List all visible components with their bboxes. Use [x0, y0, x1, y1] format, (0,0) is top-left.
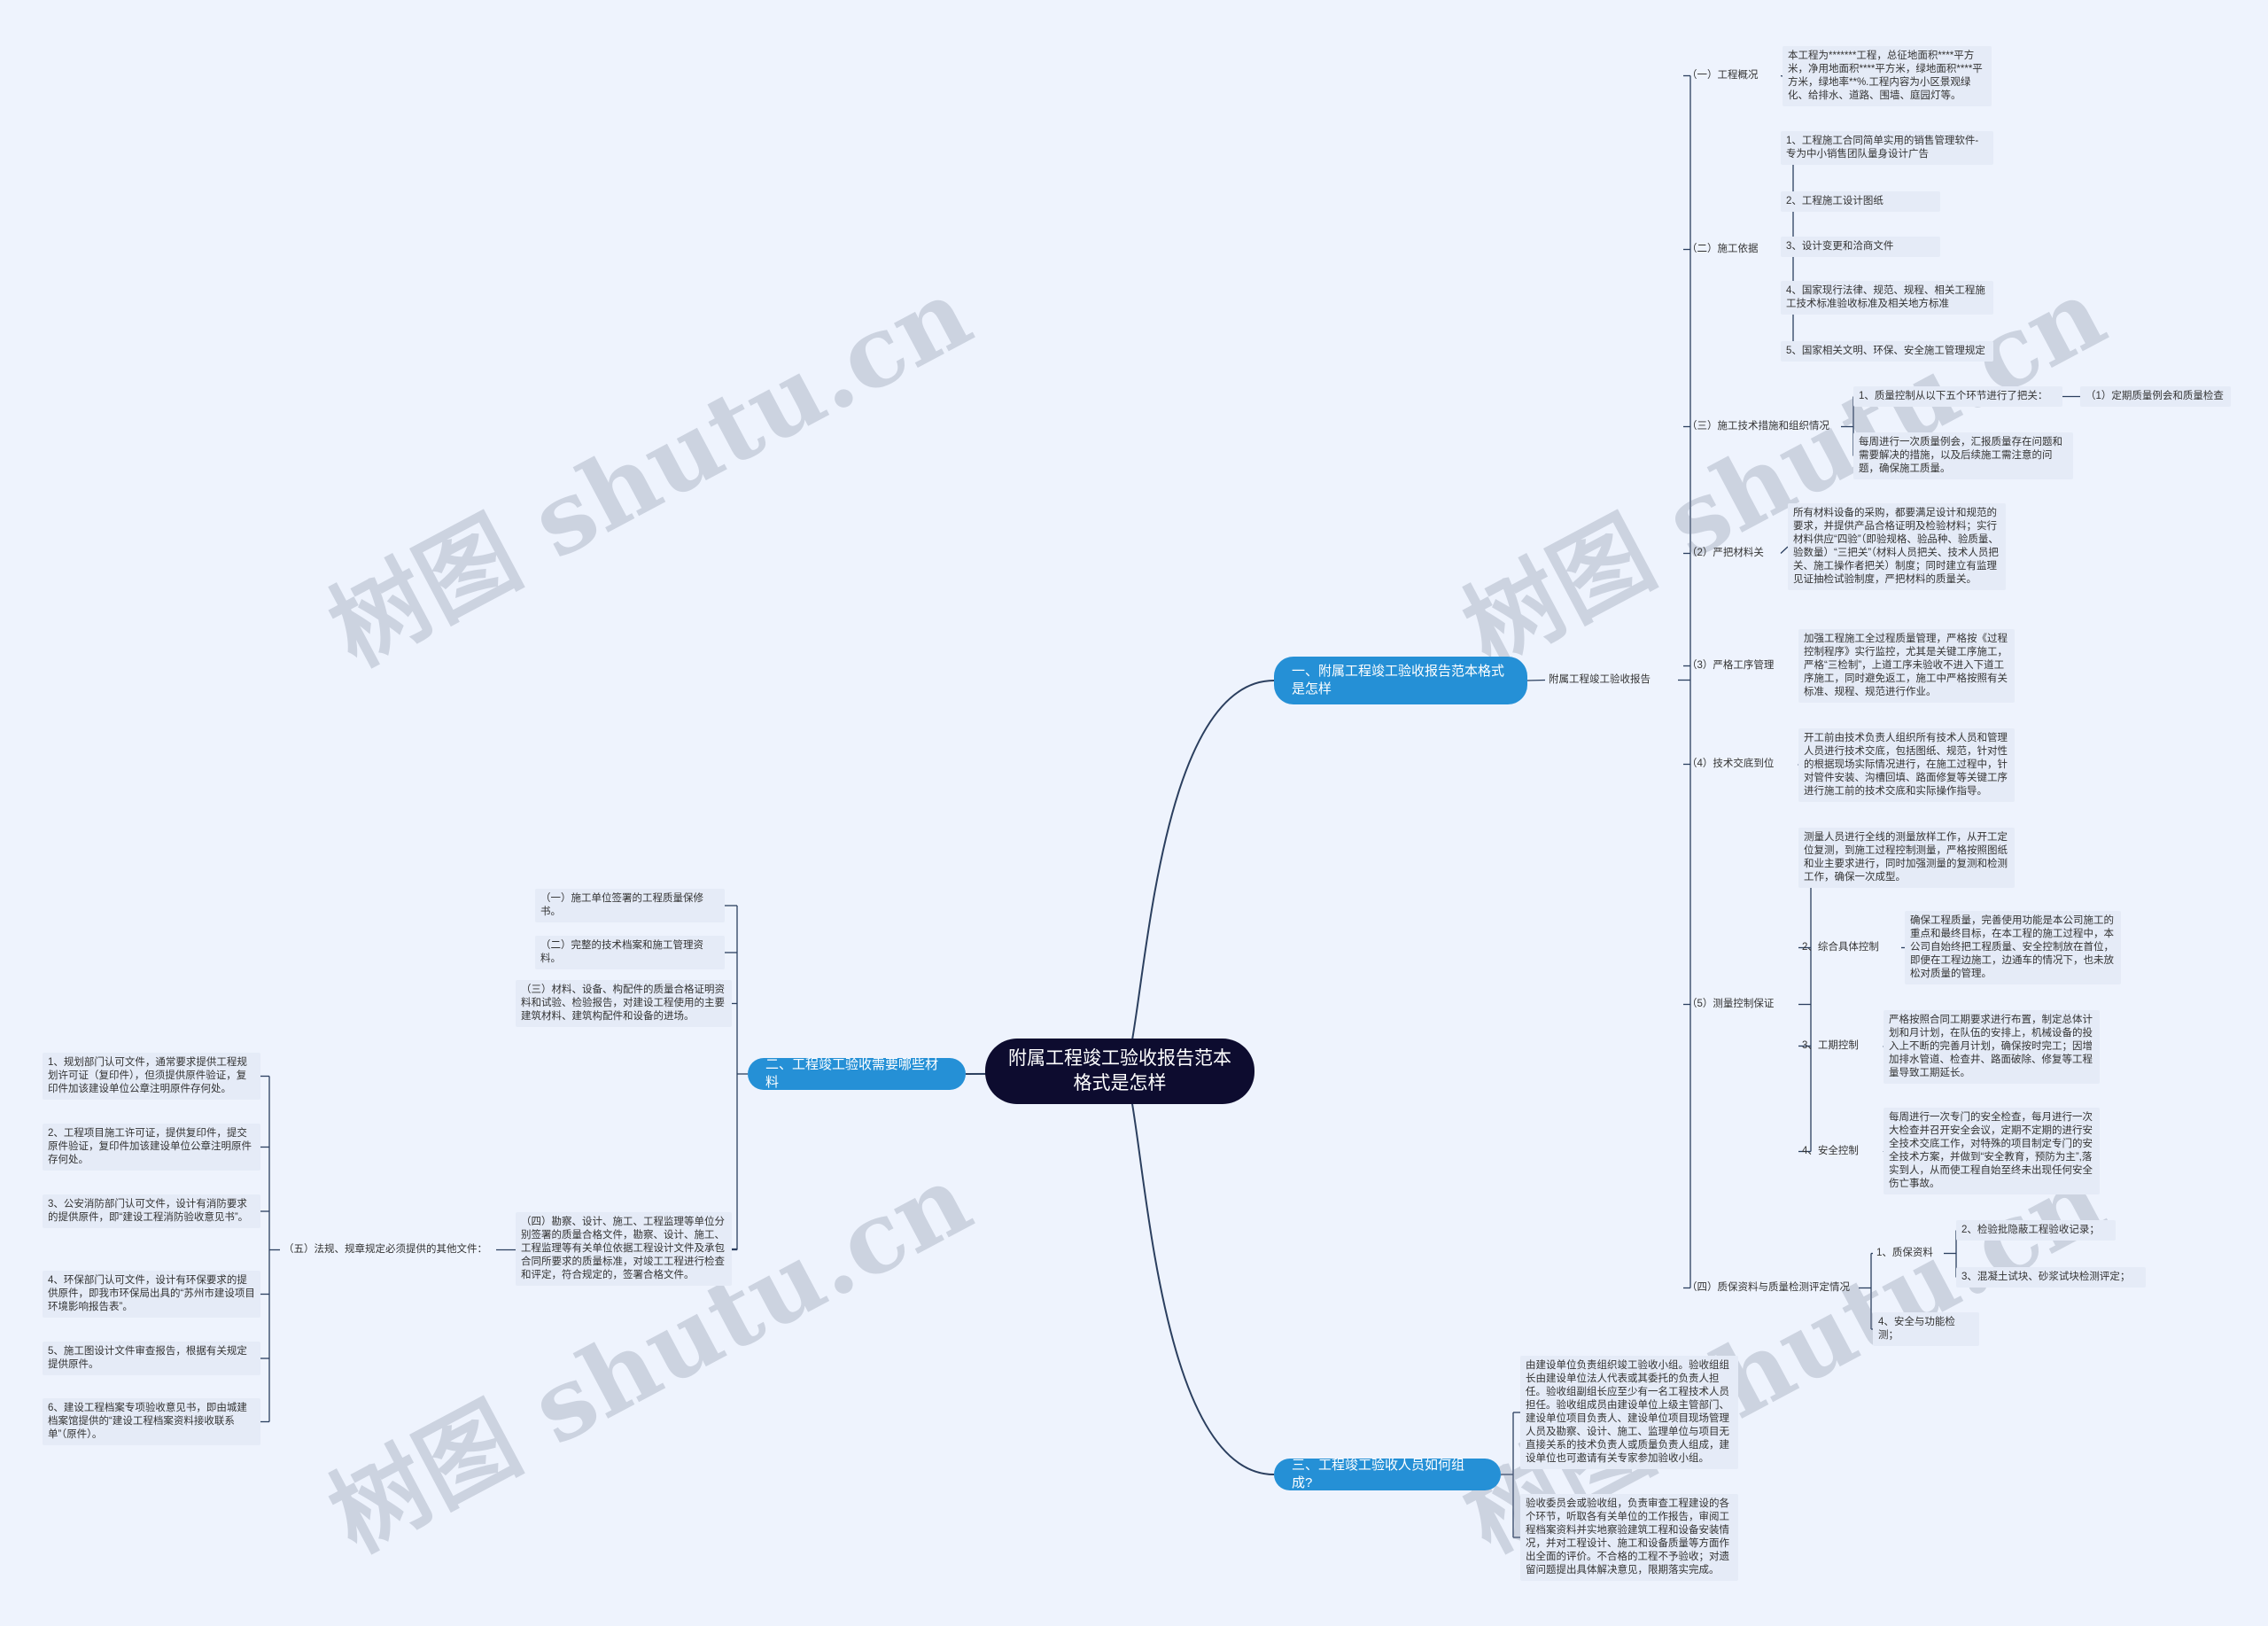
materials-text: 所有材料设备的采购，都要满足设计和规范的要求，并提供产品合格证明及检验材料；实行…	[1788, 503, 2006, 590]
schedule-control[interactable]: 3、工期控制	[1802, 1040, 1859, 1051]
law-item: 4、环保部门认可文件，设计有环保要求的提供原件，即我市环保局出具的“苏州市建设项…	[43, 1271, 260, 1318]
safety-function-test: 4、安全与功能检测；	[1873, 1312, 1979, 1346]
material-item: （三）材料、设备、构配件的质量合格证明资料和试验、检验报告，对建设工程使用的主要…	[516, 980, 732, 1027]
test-block-record: 3、混凝土试块、砂浆试块检测评定；	[1956, 1267, 2146, 1288]
law-item: 5、施工图设计文件审查报告，根据有关规定提供原件。	[43, 1342, 260, 1375]
basis-item: 3、设计变更和洽商文件	[1781, 237, 1940, 257]
schedule-control-text: 严格按照合同工期要求进行布置，制定总体计划和月计划，在队伍的安排上，机械设备的投…	[1884, 1010, 2100, 1084]
section-technical-measures[interactable]: （三）施工技术措施和组织情况	[1687, 421, 1829, 432]
material-item: （二）完整的技术档案和施工管理资料。	[535, 936, 725, 969]
branch-1-topic[interactable]: 一、附属工程竣工验收报告范本格式是怎样	[1274, 657, 1527, 704]
section-process[interactable]: （3）严格工序管理	[1687, 660, 1775, 671]
law-item: 1、规划部门认可文件，通常要求提供工程规划许可证（复印件），但须提供原件验证，复…	[43, 1053, 260, 1100]
committee-duty-text: 验收委员会或验收组，负责审查工程建设的各个环节，听取各有关单位的工作报告，审阅工…	[1520, 1494, 1738, 1581]
section-quality-records[interactable]: （四）质保资料与质量检测评定情况	[1687, 1282, 1850, 1293]
connector-line	[1121, 680, 1275, 1072]
inspection-record: 2、检验批隐蔽工程验收记录；	[1956, 1220, 2116, 1241]
survey-text: 测量人员进行全线的测量放样工作，从开工定位复测，到施工过程控制测量，严格按照图纸…	[1798, 828, 2015, 888]
connector-line	[1780, 74, 1783, 77]
safety-control-text: 每周进行一次专门的安全检查，每月进行一次大检查并召开安全会议，定期不定期的进行安…	[1884, 1108, 2100, 1194]
section-briefing[interactable]: （4）技术交底到位	[1687, 759, 1775, 769]
basis-item: 1、工程施工合同简单实用的销售管理软件-专为中小销售团队量身设计广告	[1781, 131, 1993, 165]
integrated-control-text: 确保工程质量，完善使用功能是本公司施工的重点和最终目标，在本工程的施工过程中，本…	[1905, 911, 2121, 984]
material-item: （一）施工单位签署的工程质量保修书。	[535, 889, 725, 922]
section-survey[interactable]: （5）测量控制保证	[1687, 999, 1775, 1009]
report-topic[interactable]: 附属工程竣工验收报告	[1549, 674, 1651, 685]
basis-item: 2、工程施工设计图纸	[1781, 191, 1940, 212]
overview-text: 本工程为*******工程，总征地面积****平方米，净用地面积****平方米，…	[1783, 46, 1992, 106]
section-materials[interactable]: （2）严把材料关	[1687, 548, 1764, 558]
other-documents[interactable]: （五）法规、规章规定必须提供的其他文件：	[284, 1244, 487, 1255]
quality-meeting-item: （1）定期质量例会和质量检查	[2080, 386, 2231, 407]
safety-control[interactable]: 4、安全控制	[1802, 1146, 1859, 1156]
law-item: 2、工程项目施工许可证，提供复印件，提交原件验证，复印件加该建设单位公章注明原件…	[43, 1124, 260, 1171]
quality-meeting-text: 每周进行一次质量例会，汇报质量存在问题和需要解决的措施，以及后续施工需注意的问题…	[1853, 432, 2073, 479]
integrated-control[interactable]: 2、综合具体控制	[1802, 942, 1879, 953]
connector-line	[1121, 1070, 1275, 1475]
process-text: 加强工程施工全过程质量管理，严格按《过程控制程序》实行监控，尤其是关键工序施工，…	[1798, 629, 2015, 703]
law-item: 3、公安消防部门认可文件，设计有消防要求的提供原件，即“建设工程消防验收意见书”…	[43, 1194, 260, 1228]
connector-line	[1780, 546, 1789, 554]
root-topic[interactable]: 附属工程竣工验收报告范本格式是怎样	[985, 1039, 1254, 1104]
briefing-text: 开工前由技术负责人组织所有技术人员和管理人员进行技术交底，包括图纸、规范，针对性…	[1798, 728, 2015, 802]
basis-item: 4、国家现行法律、规范、规程、相关工程施工技术标准验收标准及相关地方标准	[1781, 281, 1993, 315]
quality-records[interactable]: 1、质保资料	[1876, 1248, 1933, 1258]
section-overview[interactable]: （一）工程概况	[1687, 70, 1759, 81]
material-item: （四）勘察、设计、施工、工程监理等单位分别签署的质量合格文件，勘察、设计、施工、…	[516, 1212, 732, 1286]
committee-text: 由建设单位负责组织竣工验收小组。验收组组长由建设单位法人代表或其委托的负责人担任…	[1520, 1356, 1738, 1469]
quality-control-item: 1、质量控制从以下五个环节进行了把关：	[1853, 386, 2062, 407]
basis-item: 5、国家相关文明、环保、安全施工管理规定	[1781, 341, 1993, 362]
branch-2-topic[interactable]: 二、工程竣工验收需要哪些材料	[748, 1057, 966, 1090]
section-basis[interactable]: （二）施工依据	[1687, 244, 1759, 254]
law-item: 6、建设工程档案专项验收意见书，即由城建档案馆提供的“建设工程档案资料接收联系单…	[43, 1398, 260, 1445]
branch-3-topic[interactable]: 三、工程竣工验收人员如何组成?	[1274, 1458, 1501, 1490]
